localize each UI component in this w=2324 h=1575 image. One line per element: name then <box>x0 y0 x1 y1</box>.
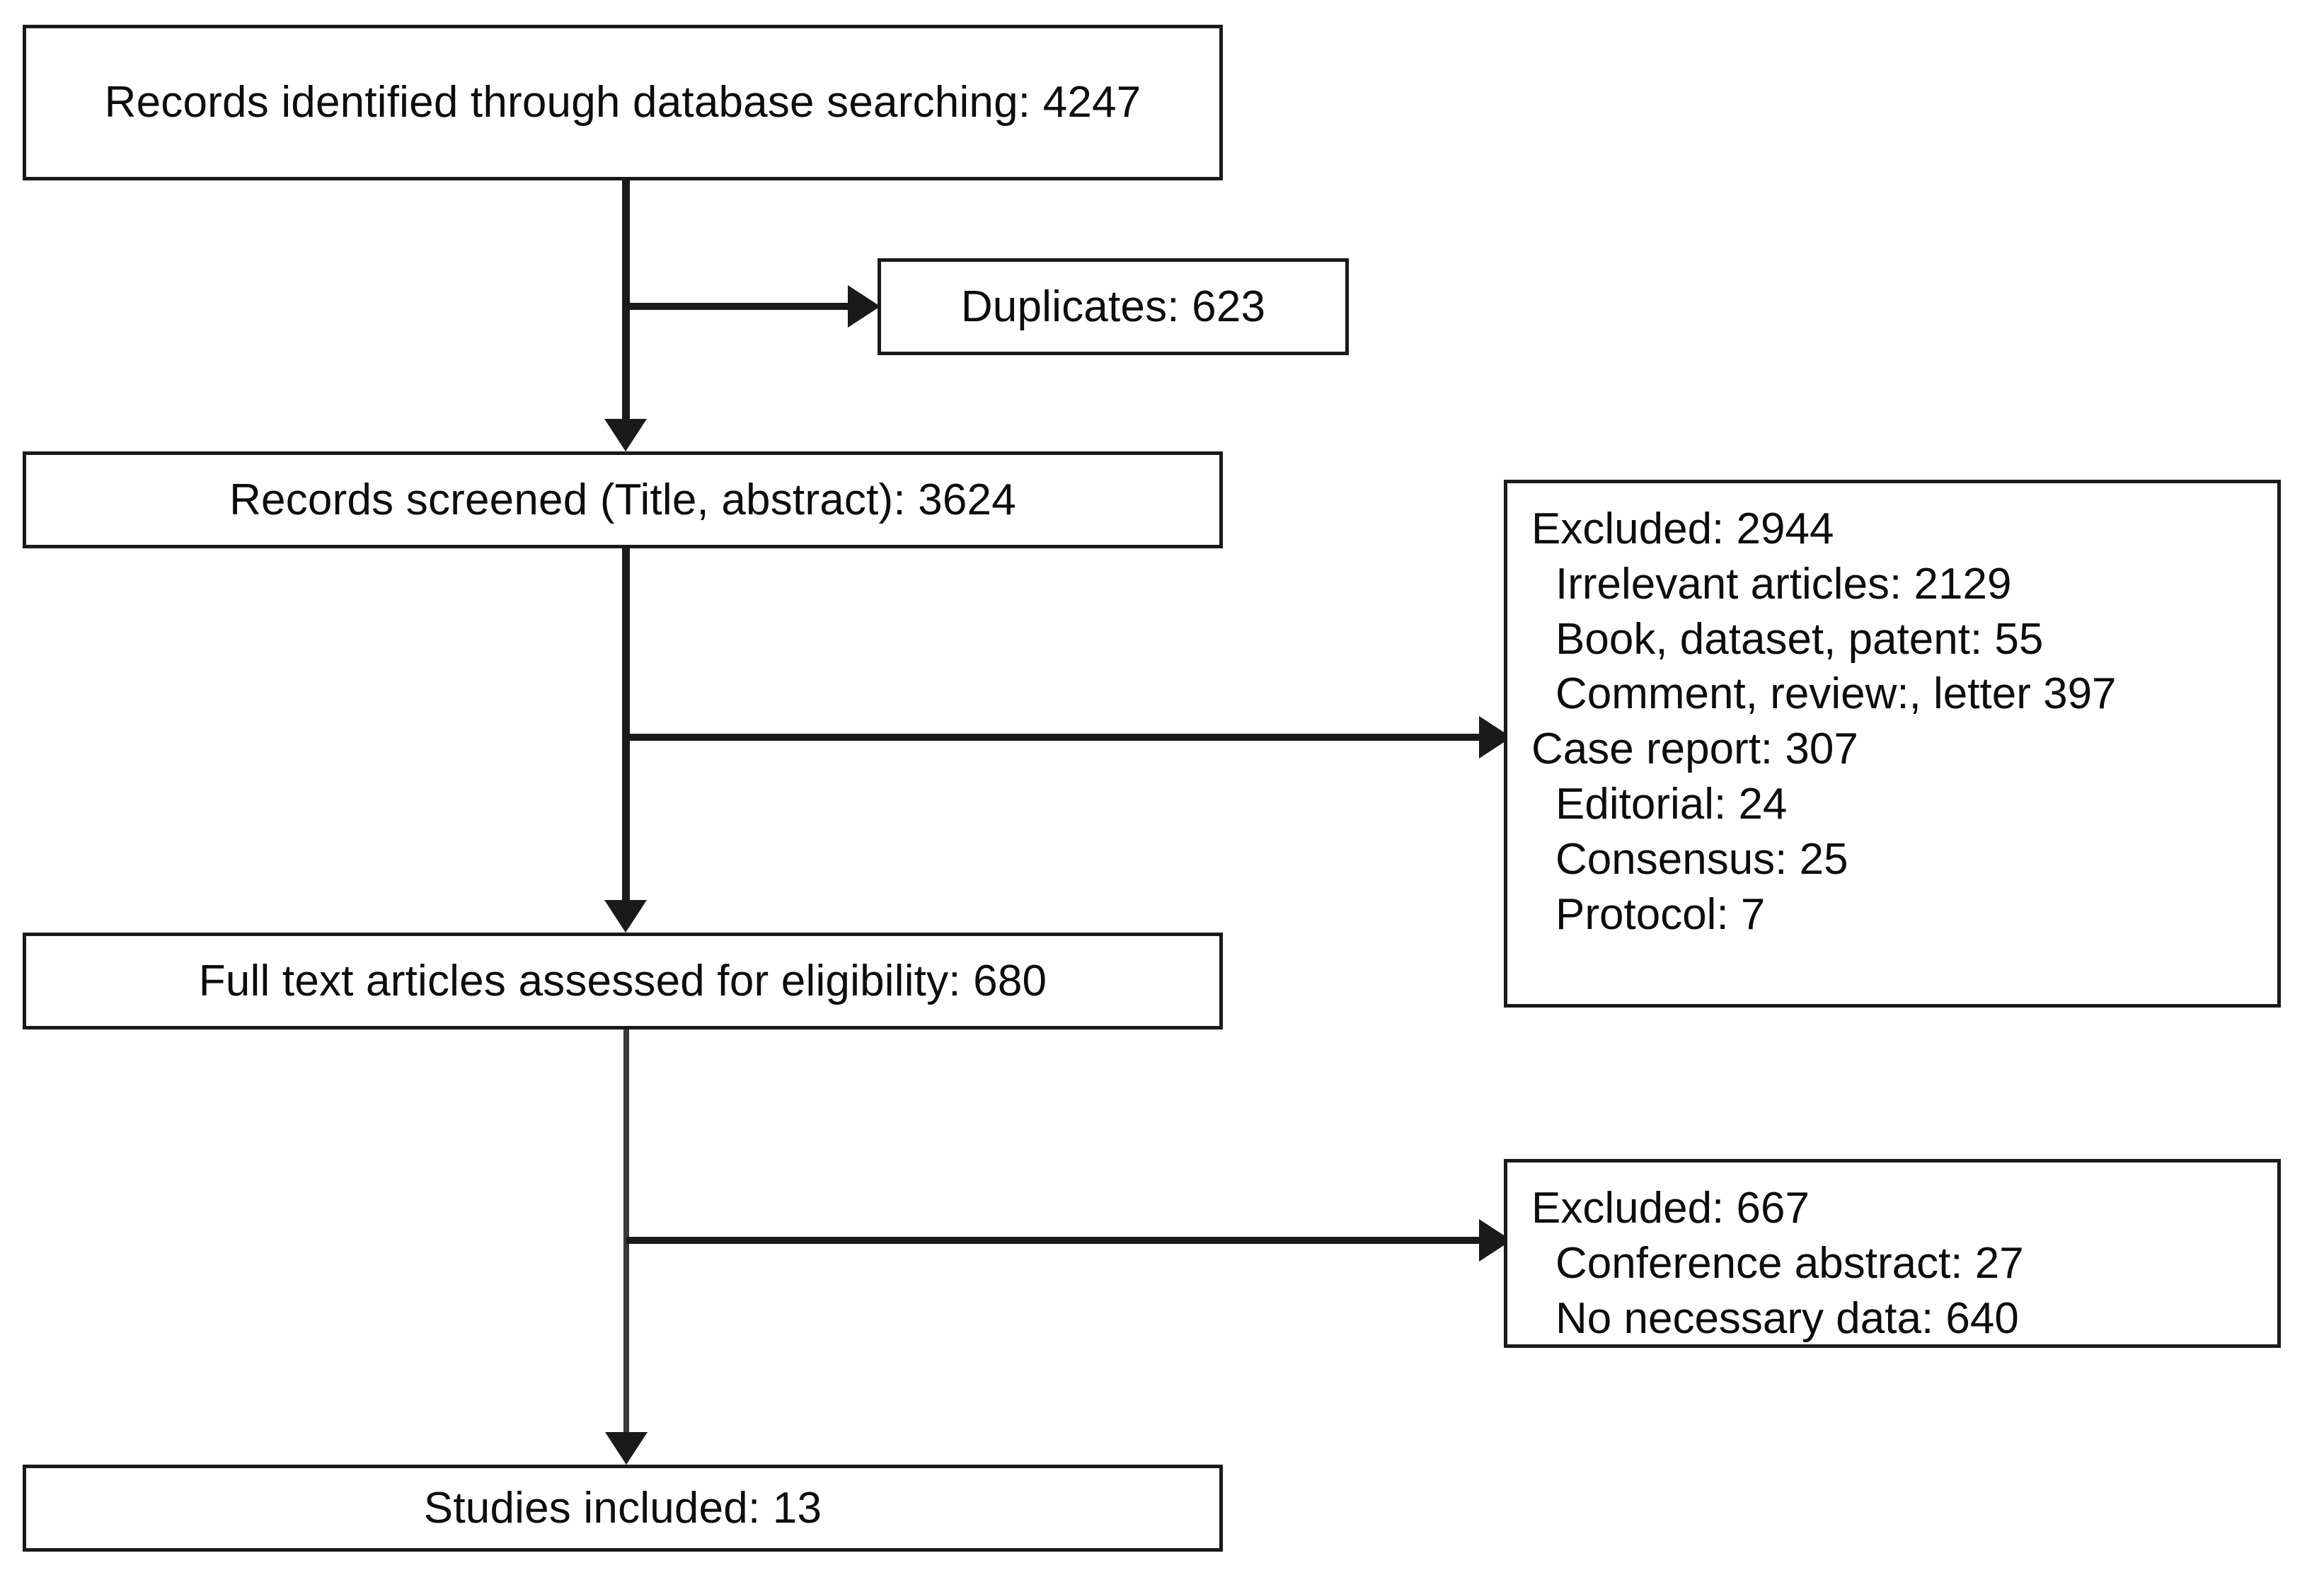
excluded-fulltext-header: Excluded: 667 <box>1531 1184 1810 1233</box>
node-duplicates-label: Duplicates: 623 <box>960 282 1266 331</box>
node-duplicates: Duplicates: 623 <box>878 258 1349 355</box>
excluded-screening-reason: Book, dataset, patent: 55 <box>1555 614 2044 664</box>
node-fulltext-assessed-label: Full text articles assessed for eligibil… <box>198 956 1047 1005</box>
excluded-fulltext-reason: No necessary data: 640 <box>1555 1293 2019 1343</box>
arrowhead-to-duplicates <box>848 285 880 328</box>
node-records-screened-label: Records screened (Title, abstract): 3624 <box>229 475 1016 524</box>
node-studies-included: Studies included: 13 <box>23 1465 1223 1552</box>
connector-screened-to-fulltext <box>622 548 630 902</box>
excluded-screening-reason: Case report: 307 <box>1531 725 1858 774</box>
excluded-screening-reason: Comment, review:, letter 397 <box>1555 669 2117 719</box>
connector-fulltext-to-included <box>623 1029 629 1436</box>
excluded-screening-header: Excluded: 2944 <box>1531 504 1834 553</box>
node-records-screened: Records screened (Title, abstract): 3624 <box>23 451 1223 548</box>
excluded-screening-reason: Protocol: 7 <box>1555 889 1766 939</box>
node-excluded-screening: Excluded: 2944 Irrelevant articles: 2129… <box>1504 480 2281 1008</box>
excluded-fulltext-reason: Conference abstract: 27 <box>1555 1238 2024 1288</box>
connector-to-excluded-fulltext <box>626 1237 1491 1244</box>
excluded-screening-reason: Irrelevant articles: 2129 <box>1555 559 2012 608</box>
node-records-identified: Records identified through database sear… <box>23 25 1223 180</box>
arrowhead-screened-to-fulltext <box>604 900 647 933</box>
excluded-screening-reason: Consensus: 25 <box>1555 834 1848 884</box>
node-studies-included-label: Studies included: 13 <box>423 1483 822 1533</box>
node-fulltext-assessed: Full text articles assessed for eligibil… <box>23 933 1223 1029</box>
connector-identified-to-screened <box>622 180 630 421</box>
node-records-identified-label: Records identified through database sear… <box>104 78 1141 127</box>
node-excluded-fulltext: Excluded: 667 Conference abstract: 27 No… <box>1504 1159 2281 1348</box>
arrowhead-fulltext-to-included <box>605 1432 648 1465</box>
connector-to-excluded-screening <box>626 734 1491 741</box>
connector-to-duplicates <box>626 303 850 310</box>
excluded-screening-reason: Editorial: 24 <box>1555 779 1788 829</box>
arrowhead-identified-to-screened <box>604 419 647 451</box>
